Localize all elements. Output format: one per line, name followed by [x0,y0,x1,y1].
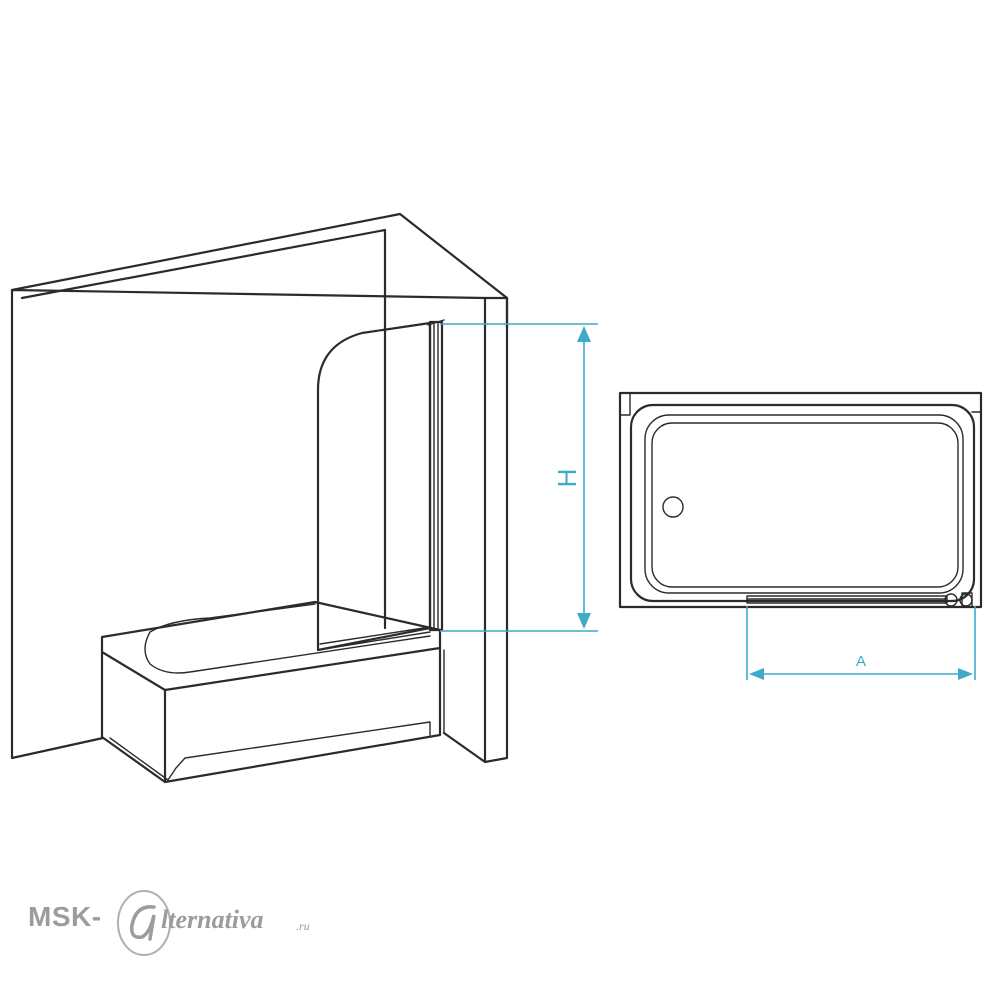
glass-panel [316,321,432,652]
bathtub [100,600,442,784]
width-label: A [856,653,866,670]
back-wall-inner-edge [20,228,387,630]
watermark-logo: MSK- lternativa .ru [28,885,348,965]
watermark-suffix: .ru [296,919,310,933]
top-view-wall [618,391,983,609]
glass-screen [316,319,445,652]
height-label: H [552,469,582,488]
tub-rim-outer [629,403,976,603]
drain [662,496,684,518]
height-dimension: H [440,323,598,632]
tub-basin [644,414,964,594]
watermark-prefix: MSK- [28,901,102,932]
at-sign-icon [117,890,171,956]
hinge-profile [428,320,444,632]
watermark-main: lternativa [161,905,264,934]
screen-top-view [746,592,973,608]
width-dimension: A [746,606,976,680]
perspective-view: H [10,212,598,784]
top-view: A [618,391,983,680]
side-wall [442,296,509,764]
